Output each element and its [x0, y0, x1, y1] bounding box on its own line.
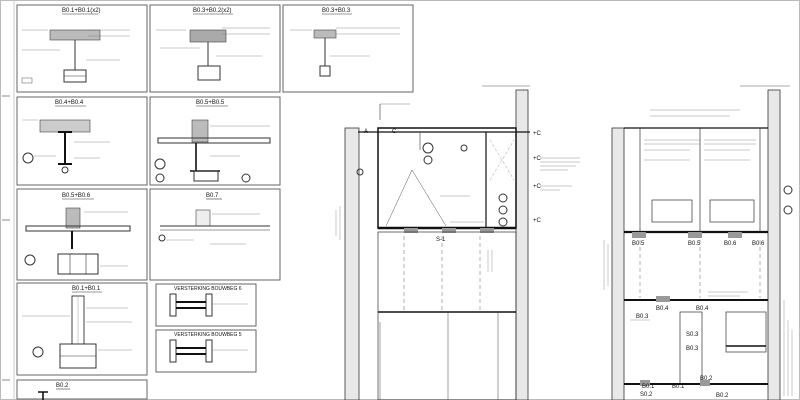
box-title: VERSTERKING BOUWBEG 5	[174, 332, 242, 338]
detail-b04-b04: B0.4+B0.4	[16, 96, 148, 186]
detail-title: B0.5+B0.5	[196, 100, 225, 106]
beam-label: S0.3	[686, 332, 699, 338]
axis-label-a: A	[364, 129, 368, 135]
detail-title: B0.2	[56, 383, 69, 389]
beam-label: B0.3	[636, 314, 649, 320]
beam-label: B0.2	[700, 376, 713, 382]
detail-b05-b06: B0.5+B0.6	[16, 188, 148, 281]
box-title: VERSTERKING BOUWBEG 6	[174, 286, 242, 292]
beam-label: S0.2	[640, 392, 653, 398]
detail-title: B0.5+B0.6	[62, 193, 91, 199]
detail-b01-x2: B0.1+B0.1(x2)	[16, 4, 148, 93]
elevation-label: +C	[533, 131, 542, 137]
detail-title: B0.1+B0.1	[72, 286, 101, 292]
beam-label: S-1	[436, 237, 446, 243]
elevation-label: +C	[533, 156, 542, 162]
left-margin-ticks	[2, 95, 10, 381]
elevation-label: +C	[533, 184, 542, 190]
detail-title: B0.4+B0.4	[55, 100, 84, 106]
detail-b02: B0.2	[16, 379, 148, 400]
section-b: B0.5 B0.5 B0.6 B0.6 B0.4 B0.4 B0.3 S0.3 …	[603, 85, 793, 400]
beam-label: B0.1	[642, 384, 655, 390]
elevation-label: +C	[533, 218, 542, 224]
reinforcement-box-5: VERSTERKING BOUWBEG 5	[155, 329, 257, 373]
detail-b07: B0.7	[149, 188, 281, 281]
beam-label: B0.1	[672, 384, 685, 390]
detail-b03-b02-x2: B0.3+B0.2(x2)	[149, 4, 281, 93]
beam-label: B0.3	[686, 346, 699, 352]
detail-title: B0.3+B0.3	[322, 8, 351, 14]
detail-title: B0.3+B0.2(x2)	[193, 8, 232, 14]
detail-b05-b05: B0.5+B0.5	[149, 96, 281, 186]
beam-label: B0.6	[724, 241, 737, 247]
detail-title: B0.7	[206, 193, 219, 199]
detail-b03-b03: B0.3+B0.3	[282, 4, 414, 93]
beam-label: B0.4	[656, 306, 669, 312]
detail-b01-b01: B0.1+B0.1	[16, 282, 148, 376]
reinforcement-box-6: VERSTERKING BOUWBEG 6	[155, 283, 257, 327]
beam-label: B0.2	[716, 393, 729, 399]
beam-label: B0.4	[696, 306, 709, 312]
beam-label: B0.6	[752, 241, 765, 247]
section-a: A C +C +C +C +C S-1	[335, 85, 580, 400]
detail-title: B0.1+B0.1(x2)	[62, 8, 101, 14]
beam-label: B0.5	[632, 241, 645, 247]
beam-label: B0.5	[688, 241, 701, 247]
axis-label-c: C	[392, 129, 397, 135]
